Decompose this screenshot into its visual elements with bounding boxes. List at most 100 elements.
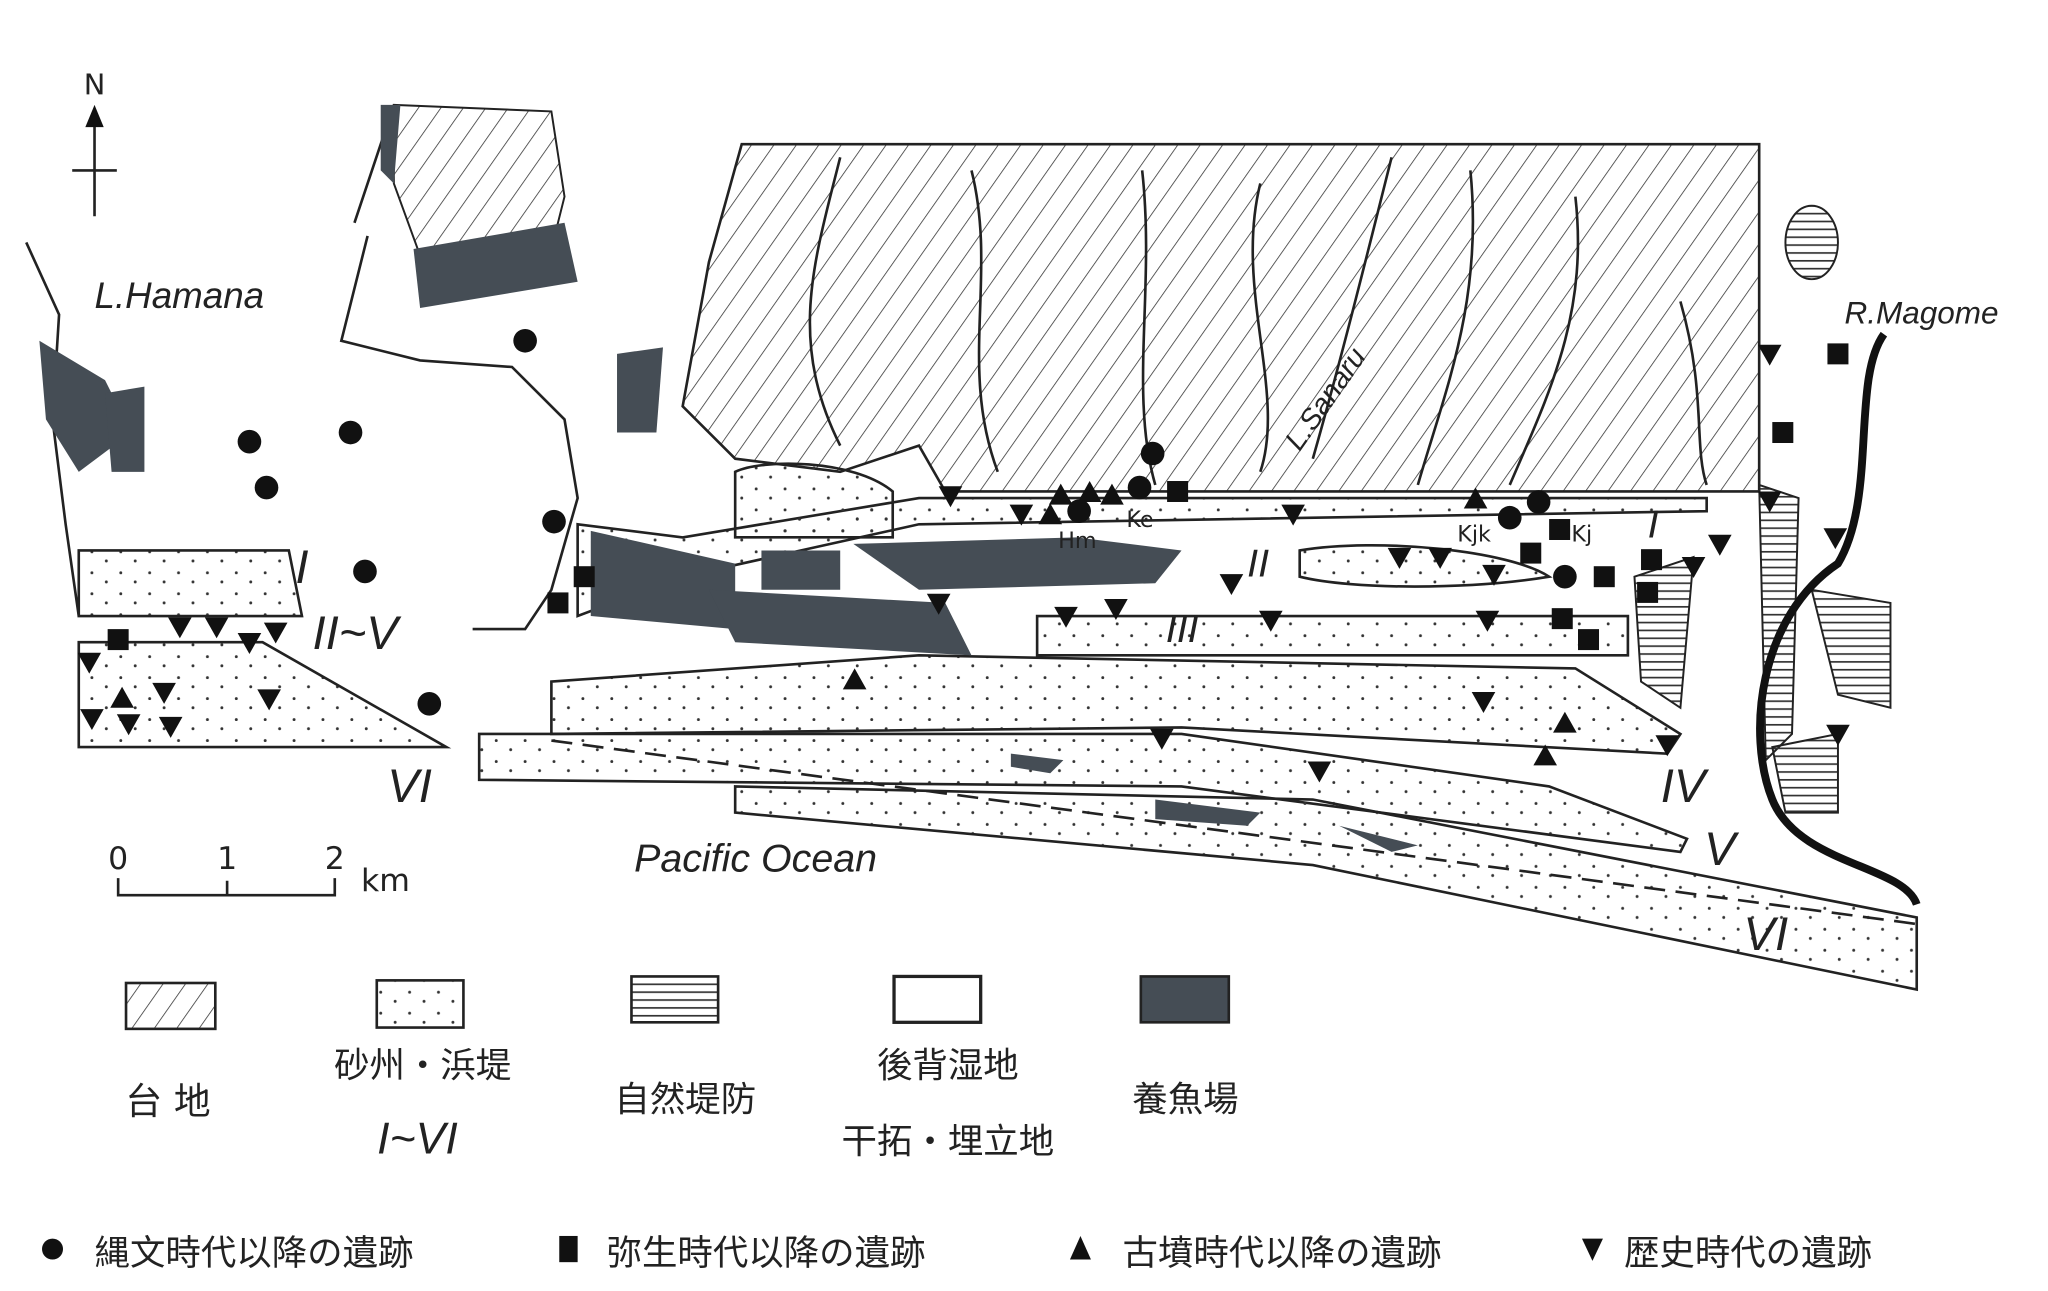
- ridge-label-iv: IV: [1661, 760, 1710, 813]
- historic-site-marker: [1707, 534, 1732, 556]
- jomon-site-marker: [1127, 475, 1152, 500]
- kofun-site-marker: [110, 686, 134, 708]
- site-legend-historic: 歴史時代の遺跡: [1624, 1233, 1872, 1274]
- ridge-label-i: I: [1648, 502, 1659, 546]
- yayoi-site-marker: [573, 566, 595, 588]
- historic-site-marker: [938, 486, 963, 508]
- fish-pond-areas: [39, 104, 1418, 852]
- circle-marker-icon: [42, 1238, 64, 1260]
- site-legend-jomon: 縄文時代以降の遺跡: [95, 1233, 414, 1274]
- site-label-kjk: Kjk: [1457, 521, 1491, 547]
- river-magome: [1756, 331, 1921, 907]
- historic-site-marker: [237, 633, 262, 655]
- jomon-site-marker: [1140, 441, 1165, 466]
- legend-label-fishpond: 養魚場: [1132, 1079, 1238, 1120]
- site-label-hm: Hm: [1058, 528, 1097, 554]
- scale-unit: km: [361, 863, 410, 899]
- historic-site-marker: [1150, 728, 1174, 750]
- historic-site-marker: [263, 622, 288, 644]
- historic-site-marker: [1482, 564, 1506, 586]
- site-legend-yayoi: 弥生時代以降の遺跡: [607, 1233, 926, 1274]
- historic-site-marker: [1054, 606, 1078, 628]
- historic-site-marker: [1281, 504, 1305, 526]
- historic-site-marker: [1387, 547, 1412, 569]
- yayoi-site-marker: [547, 592, 569, 614]
- legend-swatch-levee: [630, 975, 720, 1024]
- jomon-site-marker: [417, 692, 442, 716]
- historic-site-marker: [1258, 610, 1283, 632]
- historic-site-marker: [1009, 504, 1034, 526]
- legend-label-levee: 自然堤防: [614, 1079, 756, 1120]
- jomon-site-marker: [1526, 490, 1551, 514]
- historic-site-marker: [1826, 724, 1850, 746]
- kofun-site-marker: [1048, 483, 1073, 505]
- kofun-site-marker: [842, 668, 867, 690]
- legend-label-sandbar: 砂州・浜堤: [334, 1045, 511, 1086]
- legend-label-sandbar-range: I~VI: [377, 1114, 458, 1163]
- ridge-label-iii: III: [1166, 607, 1199, 651]
- legend-swatch-marsh: [892, 974, 983, 1024]
- site-legend-kofun: 古墳時代以降の遺跡: [1122, 1233, 1441, 1274]
- ridge-label-ii: II: [1247, 542, 1269, 586]
- yayoi-site-marker: [1578, 629, 1600, 651]
- kofun-site-marker: [1077, 481, 1102, 502]
- historic-site-marker: [1428, 547, 1452, 569]
- sandbar-ridges: [77, 462, 1919, 992]
- scale-tick-0: 0: [108, 841, 128, 877]
- legend-swatch-terrace: [124, 981, 217, 1031]
- ridge-label-west-ii-v: II~V: [312, 607, 402, 660]
- legend-swatch-fishpond: [1139, 975, 1231, 1024]
- ridge-label-west-i: I: [295, 541, 308, 594]
- terrace-area: [681, 142, 1761, 493]
- valley-lines: [808, 156, 1708, 486]
- jomon-site-marker: [237, 429, 262, 454]
- triangle-down-marker-icon: [1581, 1238, 1603, 1261]
- historic-site-marker: [152, 682, 176, 704]
- historic-site-marker: [1307, 761, 1332, 783]
- pacific-ocean-label: Pacific Ocean: [634, 837, 877, 881]
- historic-site-marker: [80, 709, 104, 731]
- yayoi-site-marker: [1772, 422, 1794, 444]
- historic-site-marker: [116, 714, 141, 736]
- yayoi-site-marker: [1520, 542, 1542, 564]
- kofun-site-marker: [1038, 503, 1063, 525]
- historic-site-marker: [257, 689, 281, 711]
- historic-site-marker: [1471, 692, 1496, 713]
- historic-site-marker: [1475, 610, 1500, 632]
- kofun-site-marker: [1100, 483, 1124, 505]
- north-label: N: [84, 67, 106, 101]
- site-label-kj: Kj: [1571, 521, 1592, 547]
- yayoi-site-marker: [1641, 549, 1663, 571]
- jomon-site-marker: [513, 328, 537, 353]
- legend-label-reclaimed: 干拓・埋立地: [842, 1121, 1055, 1162]
- historic-site-marker: [204, 617, 229, 639]
- historic-site-marker: [158, 716, 183, 738]
- historic-site-marker: [1757, 344, 1782, 366]
- historic-site-marker: [1219, 574, 1244, 596]
- kofun-site-marker: [1553, 711, 1577, 733]
- site-markers: [77, 328, 1850, 783]
- historic-site-marker: [77, 652, 102, 674]
- site-label-ke: Ke: [1126, 507, 1153, 533]
- legend: 台 地 砂州・浜堤 I~VI 自然堤防 後背湿地 干拓・埋立地 養魚場: [124, 974, 1239, 1163]
- historic-site-marker: [1104, 598, 1128, 620]
- yayoi-site-marker: [1827, 343, 1849, 365]
- jomon-site-marker: [1497, 505, 1522, 530]
- legend-label-marsh: 後背湿地: [877, 1045, 1019, 1086]
- kofun-site-marker: [1463, 487, 1488, 509]
- yayoi-site-marker: [1637, 581, 1659, 603]
- square-marker-icon: [559, 1235, 578, 1263]
- yayoi-site-marker: [1167, 481, 1189, 502]
- historic-site-marker: [1655, 735, 1680, 757]
- lake-hamana-label: L.Hamana: [95, 275, 265, 316]
- kofun-site-marker: [1533, 744, 1558, 766]
- scale-tick-1: 1: [217, 841, 237, 877]
- jomon-site-marker: [254, 475, 279, 500]
- yayoi-site-marker: [1593, 566, 1615, 588]
- site-legend: 縄文時代以降の遺跡 弥生時代以降の遺跡 古墳時代以降の遺跡 歴史時代の遺跡: [42, 1233, 1872, 1274]
- triangle-up-marker-icon: [1069, 1235, 1091, 1260]
- river-magome-label: R.Magome: [1845, 296, 1999, 331]
- historic-site-marker: [168, 617, 192, 639]
- ridge-label-west-vi: VI: [387, 760, 432, 813]
